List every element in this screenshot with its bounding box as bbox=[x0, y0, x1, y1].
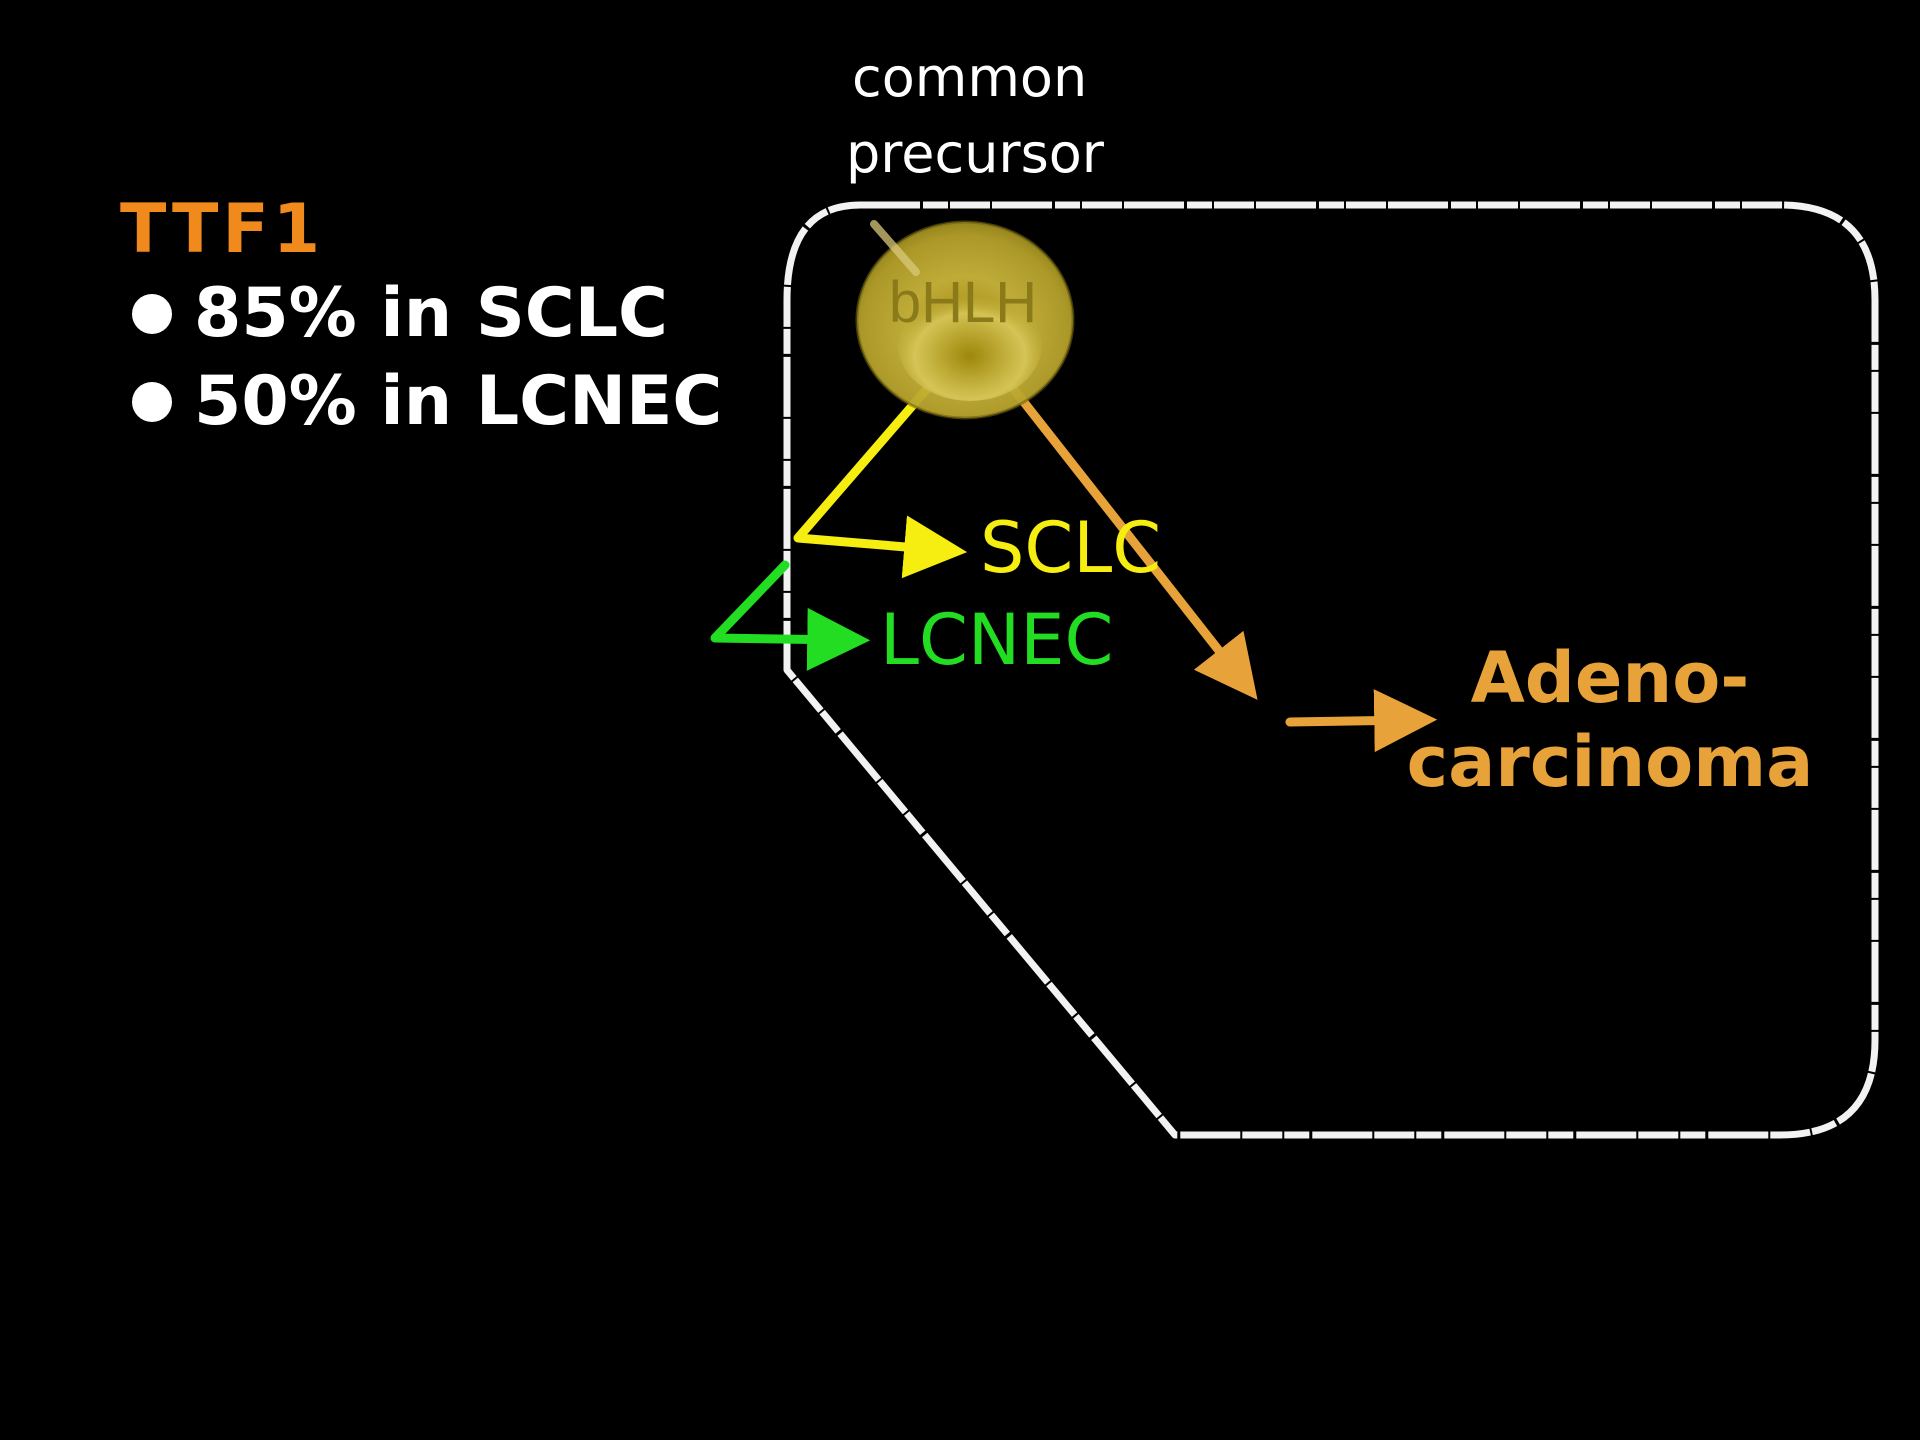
sclc-label: SCLC bbox=[980, 507, 1162, 589]
region-outline bbox=[783, 201, 1879, 1139]
bullet-dot-icon bbox=[132, 294, 172, 334]
lcnec-arrow bbox=[710, 560, 871, 671]
precursor-pointer bbox=[870, 220, 920, 276]
precursor-label-line1: common bbox=[852, 46, 1088, 109]
bullet-dot-icon bbox=[132, 382, 172, 422]
common-precursor-label: common precursor bbox=[846, 40, 1136, 192]
ttf1-title: TTF1 bbox=[120, 190, 325, 269]
ttf1-info-block: TTF1 85% in SCLC 50% in LCNEC bbox=[120, 190, 722, 446]
adeno-label-line1: Adeno- bbox=[1470, 637, 1750, 719]
adeno-arrow-diagonal bbox=[1000, 373, 1258, 700]
precursor-label-line2: precursor bbox=[846, 122, 1105, 185]
ttf1-bullet-lcnec: 50% in LCNEC bbox=[120, 358, 722, 446]
bhlh-label: bHLH bbox=[888, 270, 1038, 335]
bullet-text: 50% in LCNEC bbox=[194, 362, 723, 441]
ttf1-bullet-sclc: 85% in SCLC bbox=[120, 270, 722, 358]
adenocarcinoma-label: Adeno- carcinoma bbox=[1390, 636, 1830, 804]
bullet-text: 85% in SCLC bbox=[194, 274, 668, 353]
lcnec-label: LCNEC bbox=[880, 599, 1114, 681]
sclc-arrow bbox=[793, 363, 968, 579]
adeno-label-line2: carcinoma bbox=[1406, 721, 1814, 803]
adeno-arrow-horizontal bbox=[1285, 689, 1438, 753]
